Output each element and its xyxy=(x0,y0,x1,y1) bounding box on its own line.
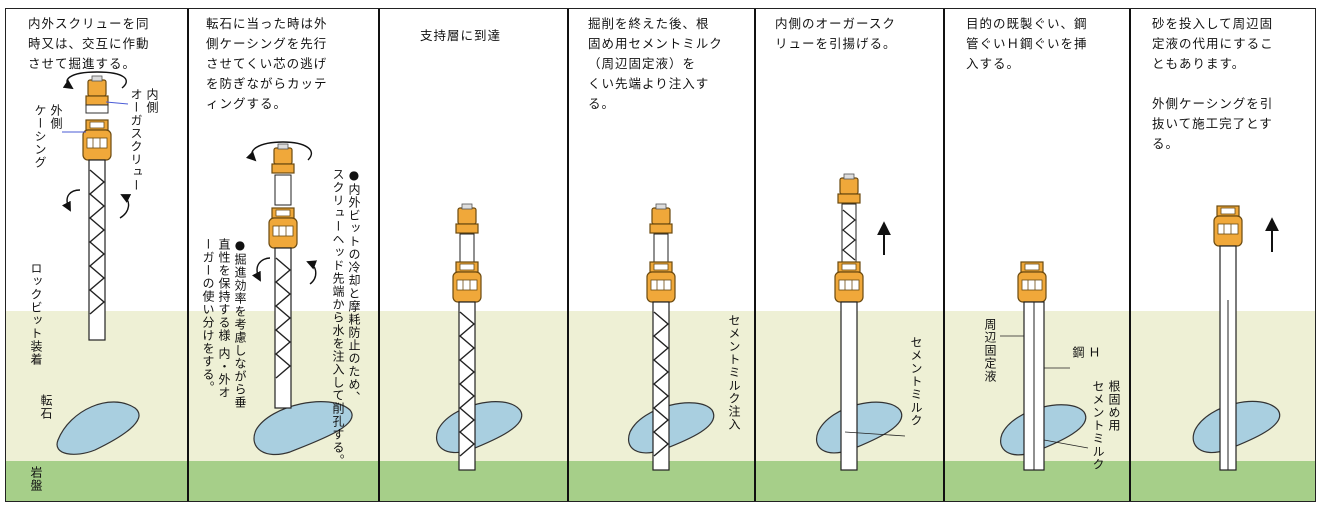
panel-6-pile xyxy=(1000,261,1089,471)
boulder-label: 転石 xyxy=(39,394,53,420)
panel-6-caption: 目的の既製ぐい、鋼 管ぐいＨ鋼ぐいを挿 入する。 xyxy=(966,16,1088,71)
bedrock-label: 岩盤 xyxy=(29,466,43,492)
panel-3-caption: 支持層に到達 xyxy=(420,28,502,43)
cement-milk-label: セメントミルク xyxy=(909,336,923,427)
h-steel-label: Ｈ 鋼 xyxy=(1071,346,1101,359)
panel-divider xyxy=(754,8,756,502)
rock-bit-label: ロックビット装着 xyxy=(29,262,43,366)
panel-3-auger xyxy=(452,203,482,471)
water-injection-note: ●内外ビットの冷却と摩耗防止のため、 スクリューヘッド先端から水を注入して削孔す… xyxy=(331,168,361,467)
panel-2-caption: 転石に当った時は外 側ケーシングを先行 させてくい芯の逃げ を防ぎながらカッテ … xyxy=(206,16,328,111)
fixing-liquid-label: 周辺固定液 xyxy=(983,318,997,383)
panel-4-auger xyxy=(646,203,676,471)
panel-1-auger xyxy=(61,71,132,341)
boulder-shape xyxy=(253,401,353,456)
bedrock-layer xyxy=(189,461,378,502)
panel-divider xyxy=(187,8,189,502)
panel-5-auger xyxy=(834,173,906,471)
inner-auger-label: 内側 オーガスクリュー xyxy=(129,88,159,192)
panel-7-casing xyxy=(1213,205,1279,471)
root-fixing-cement-label: 根固め用 セメントミルク xyxy=(1091,380,1121,471)
outer-casing-label: 外側 ケーシング xyxy=(33,104,63,169)
boulder-shape xyxy=(436,401,523,454)
panel-divider xyxy=(378,8,380,502)
boulder-shape xyxy=(56,401,140,455)
boulder-shape xyxy=(816,401,903,454)
panel-7-caption: 砂を投入して周辺固 定液の代用にするこ ともあります。 外側ケーシングを引 抜い… xyxy=(1152,16,1274,151)
panel-divider xyxy=(943,8,945,502)
boulder-shape xyxy=(628,402,715,454)
panel-5-caption: 内側のオーガースク リューを引揚げる。 xyxy=(775,16,897,51)
panel-divider xyxy=(567,8,569,502)
panel-1-caption: 内外スクリューを同 時又は、交互に作動 させて掘進する。 xyxy=(28,16,150,71)
panel-2-auger xyxy=(245,141,318,409)
bedrock-layer xyxy=(6,461,187,502)
panel-4-caption: 掘削を終えた後、根 固め用セメントミルク （周辺固定液）を くい先端より注入す … xyxy=(588,16,723,111)
cement-injection-label: セメントミルク注入 xyxy=(727,314,741,431)
panel-divider xyxy=(1129,8,1131,502)
auger-usage-note: ●掘進効率を考慮しながら垂 直性を保持する様 内・外オ ーガーの使い分けをする。 xyxy=(201,238,247,409)
